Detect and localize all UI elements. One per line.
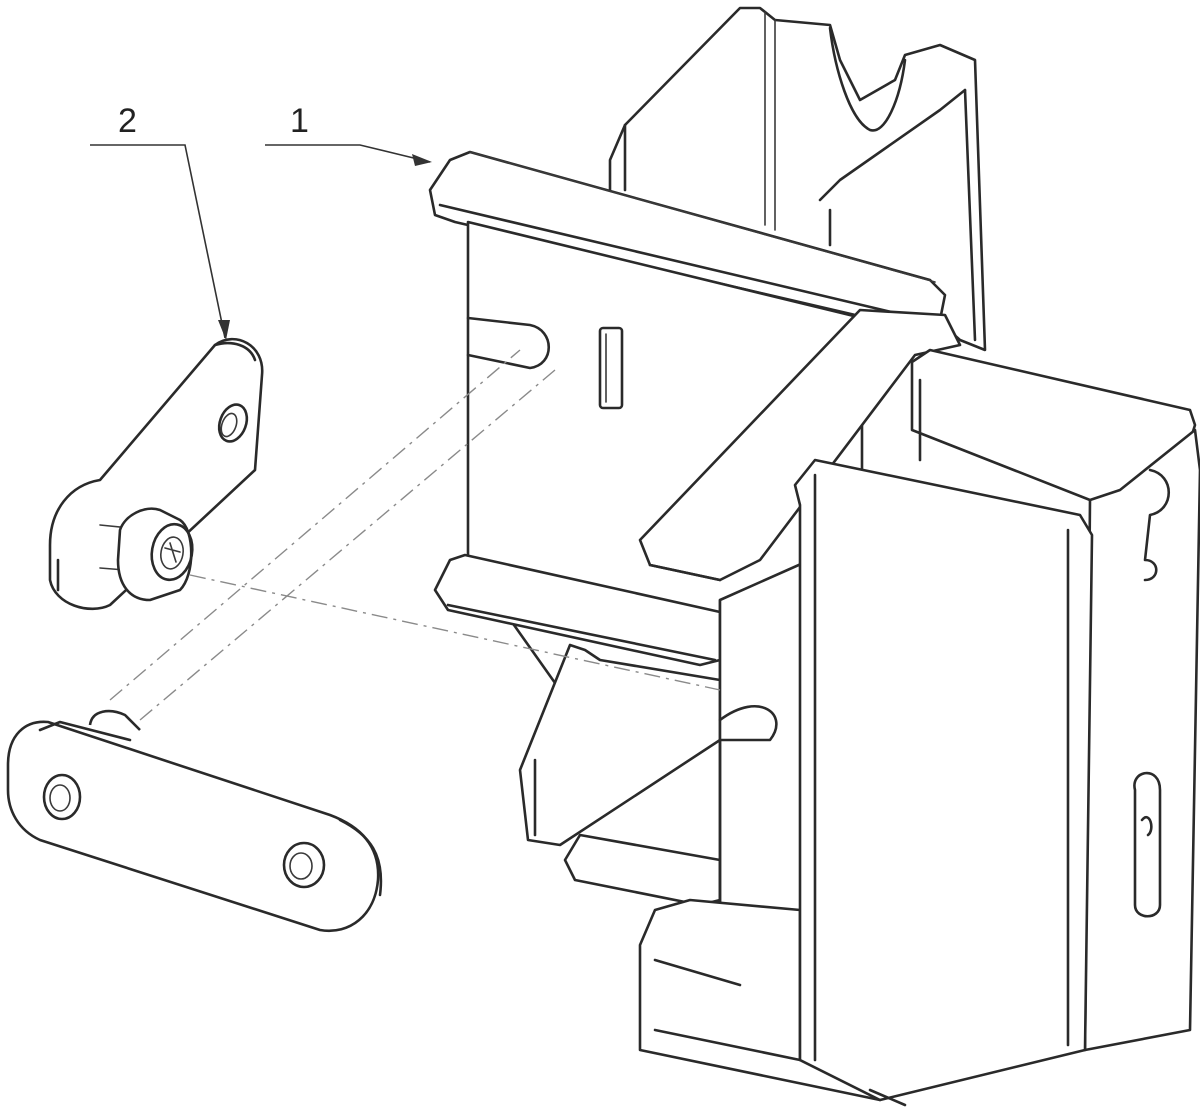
right-channel xyxy=(793,348,1200,1107)
arrowhead-icon xyxy=(412,154,432,166)
large-plate xyxy=(6,709,383,933)
small-plate xyxy=(48,337,264,611)
arrowhead-icon xyxy=(218,320,230,340)
callout-label-1: 1 xyxy=(290,102,309,140)
top-flange xyxy=(428,150,947,332)
callout-label-2: 2 xyxy=(118,102,137,140)
callout-1: 1 xyxy=(265,102,432,166)
lower-shelf xyxy=(563,833,722,907)
callout-2: 2 xyxy=(90,102,230,340)
bolt-boss xyxy=(116,507,194,602)
diagonal-brace xyxy=(638,308,962,582)
centerlines xyxy=(109,349,721,721)
